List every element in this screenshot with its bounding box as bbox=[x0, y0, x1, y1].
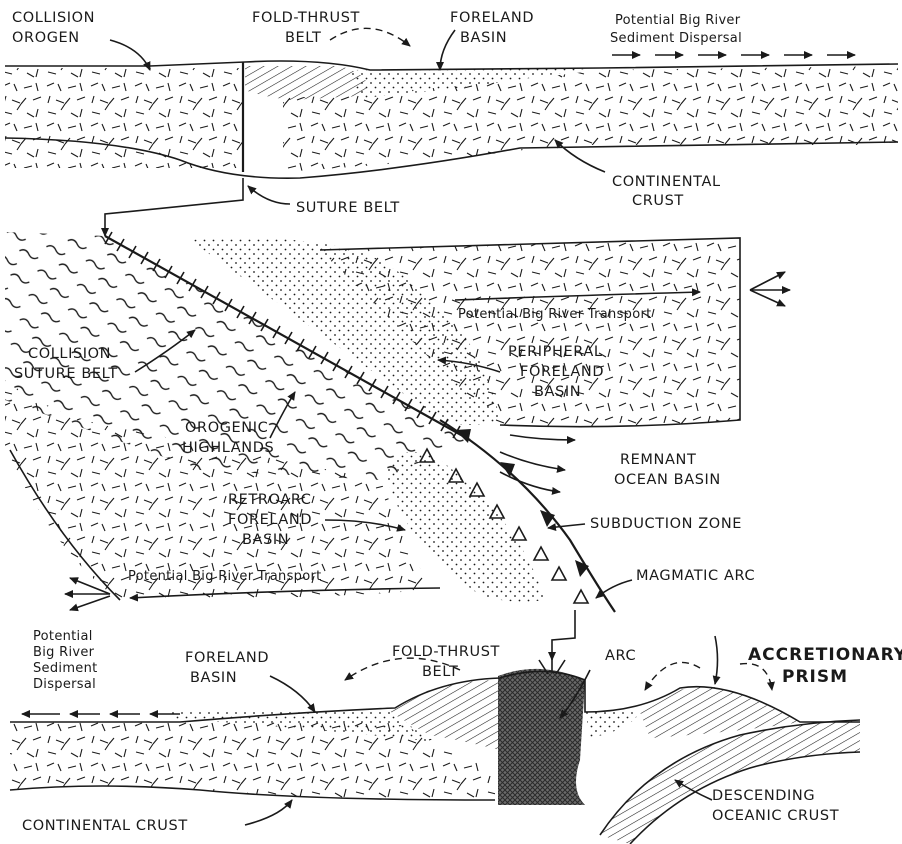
suture-belt-pointer bbox=[248, 186, 290, 204]
label-arc: ARC bbox=[605, 648, 636, 664]
label-fold-thrust-bottom-2: BELT bbox=[422, 664, 458, 680]
label-accretionary-1: ACCRETIONARY bbox=[748, 645, 902, 665]
label-foreland-basin-bottom-1: FORELAND bbox=[185, 650, 269, 666]
bottom-continental-crust bbox=[10, 722, 495, 800]
foreland-basin-pointer bbox=[270, 676, 315, 712]
prism-arrow-left bbox=[645, 662, 700, 690]
label-fold-thrust-bottom-1: FOLD-THRUST bbox=[392, 644, 500, 660]
label-continental-crust-2: CRUST bbox=[632, 193, 684, 209]
subduction-pointer bbox=[548, 524, 585, 528]
label-remnant-2: OCEAN BASIN bbox=[614, 472, 721, 488]
label-accretionary-2: PRISM bbox=[782, 667, 848, 687]
label-continental-crust-bottom: CONTINENTAL CRUST bbox=[22, 818, 188, 834]
top-cross-section bbox=[5, 28, 898, 236]
label-dispersal-bottom-3: Sediment bbox=[33, 661, 98, 676]
label-magmatic-arc: MAGMATIC ARC bbox=[636, 568, 755, 584]
label-retroarc-1: RETROARC bbox=[228, 492, 312, 508]
map-to-bottom-connector bbox=[552, 610, 575, 660]
label-suture-belt: SUTURE BELT bbox=[296, 200, 400, 216]
label-retroarc-2: FORELAND bbox=[228, 512, 312, 528]
label-foreland-basin-top-1: FORELAND bbox=[450, 10, 534, 26]
label-dispersal-top-2: Sediment Dispersal bbox=[610, 31, 742, 46]
label-subduction-zone: SUBDUCTION ZONE bbox=[590, 516, 742, 532]
label-orogenic-1: OROGENIC bbox=[185, 420, 268, 436]
label-peripheral-1: PERIPHERAL bbox=[508, 344, 603, 360]
label-fold-thrust-1: FOLD-THRUST bbox=[252, 10, 360, 26]
bottom-arc bbox=[498, 669, 585, 805]
label-collision-suture-1: COLLISION bbox=[28, 346, 111, 362]
prism-pointer bbox=[715, 636, 718, 684]
label-dispersal-bottom-2: Big River bbox=[33, 645, 95, 660]
label-collision-orogen-1: COLLISION bbox=[12, 10, 95, 26]
label-transport-west: Potential Big River Transport bbox=[128, 569, 322, 584]
magmatic-arc-pointer bbox=[596, 580, 632, 598]
label-foreland-basin-top-2: BASIN bbox=[460, 30, 507, 46]
label-dispersal-bottom-1: Potential bbox=[33, 629, 93, 644]
label-foreland-basin-bottom-2: BASIN bbox=[190, 670, 237, 686]
label-remnant-1: REMNANT bbox=[620, 452, 696, 468]
label-fold-thrust-2: BELT bbox=[285, 30, 321, 46]
label-dispersal-bottom-4: Dispersal bbox=[33, 677, 96, 692]
label-peripheral-3: BASIN bbox=[534, 384, 581, 400]
prism-arrow-right bbox=[740, 664, 772, 690]
label-orogenic-2: HIGHLANDS bbox=[182, 440, 274, 456]
label-peripheral-2: FORELAND bbox=[520, 364, 604, 380]
top-fold-thrust-belt bbox=[245, 66, 367, 100]
top-basin-pointer bbox=[440, 30, 455, 70]
label-descending-1: DESCENDING bbox=[712, 788, 815, 804]
label-dispersal-top-1: Potential Big River bbox=[615, 13, 741, 28]
bottom-crust-pointer bbox=[245, 800, 292, 825]
label-collision-orogen-2: OROGEN bbox=[12, 30, 80, 46]
map-section bbox=[5, 232, 790, 660]
label-collision-suture-2: SUTURE BELT bbox=[14, 366, 118, 382]
label-retroarc-3: BASIN bbox=[242, 532, 289, 548]
label-descending-2: OCEANIC CRUST bbox=[712, 808, 839, 824]
top-to-map-connector bbox=[105, 178, 243, 236]
label-transport-east: Potential Big River Transport bbox=[458, 307, 652, 322]
label-continental-crust-1: CONTINENTAL bbox=[612, 174, 721, 190]
top-thrust-arrow bbox=[330, 28, 410, 46]
top-crust-left bbox=[5, 68, 243, 168]
bottom-arc-basin bbox=[585, 710, 640, 738]
